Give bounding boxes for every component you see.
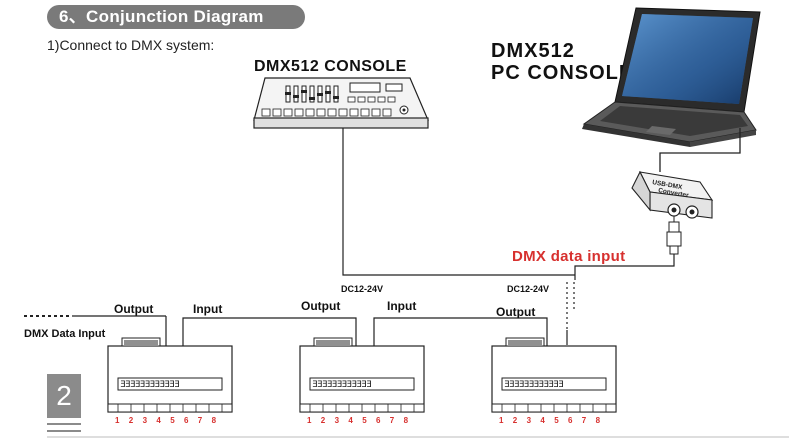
input-label-1: Input [193, 302, 223, 316]
channel-number: 2 [129, 416, 134, 425]
console-title: DMX512 CONSOLE [254, 58, 407, 75]
channel-number: 1 [307, 416, 312, 425]
output-label-1: Output [114, 302, 154, 316]
channel-number: 6 [184, 416, 189, 425]
channel-number: 6 [376, 416, 381, 425]
laptop-device [582, 7, 761, 147]
channel-number: 4 [156, 416, 161, 425]
power-label-1: DC12-24V [341, 284, 384, 294]
channel-number: 7 [582, 416, 587, 425]
output-label-3: Output [496, 305, 536, 319]
channel-number: 5 [362, 416, 367, 425]
section-title: 6、Conjunction Diagram [47, 5, 305, 29]
output-label-2: Output [301, 299, 341, 313]
channel-number: 8 [212, 416, 217, 425]
channel-number: 3 [335, 416, 340, 425]
pc-console-title-line1: DMX512 [491, 40, 575, 62]
subtitle: 1)Connect to DMX system: [47, 37, 215, 53]
channel-number: 6 [568, 416, 573, 425]
channel-number: 1 [115, 416, 120, 425]
channel-number: 4 [540, 416, 545, 425]
usb-dmx-converter: USB-DMX Converter [631, 170, 714, 255]
svg-text:ƎƎƎƎƎƎƎƎƎƎƎƎ: ƎƎƎƎƎƎƎƎƎƎƎƎ [504, 380, 563, 390]
channel-number: 2 [321, 416, 326, 425]
channel-number: 7 [390, 416, 395, 425]
pc-console-title-line2: PC CONSOLE [491, 62, 634, 84]
usb-cable [659, 128, 741, 172]
page-number: 2 [47, 374, 81, 418]
channel-number: 5 [170, 416, 175, 425]
converter-cable [574, 254, 675, 280]
svg-text:ƎƎƎƎƎƎƎƎƎƎƎƎ: ƎƎƎƎƎƎƎƎƎƎƎƎ [120, 380, 179, 390]
channel-number: 7 [198, 416, 203, 425]
power-label-2: DC12-24V [507, 284, 550, 294]
svg-text:ƎƎƎƎƎƎƎƎƎƎƎƎ: ƎƎƎƎƎƎƎƎƎƎƎƎ [312, 380, 371, 390]
channel-number: 8 [596, 416, 601, 425]
channel-number: 1 [499, 416, 504, 425]
controller-2: ƎƎƎƎƎƎƎƎƎƎƎƎ [299, 337, 425, 413]
input-label-2: Input [387, 299, 417, 313]
dmx-data-input-left-label: DMX Data Input [24, 328, 106, 340]
channel-number: 3 [143, 416, 148, 425]
channel-number: 3 [527, 416, 532, 425]
channel-number: 8 [404, 416, 409, 425]
channel-number: 5 [554, 416, 559, 425]
console-cable [342, 128, 575, 276]
controller-3: ƎƎƎƎƎƎƎƎƎƎƎƎ [491, 337, 617, 413]
dmx-data-input-label: DMX data input [512, 248, 626, 265]
channel-number: 4 [348, 416, 353, 425]
channel-number: 2 [513, 416, 518, 425]
controller-1: ƎƎƎƎƎƎƎƎƎƎƎƎ [107, 337, 233, 413]
dmx512-console-device [253, 77, 429, 129]
